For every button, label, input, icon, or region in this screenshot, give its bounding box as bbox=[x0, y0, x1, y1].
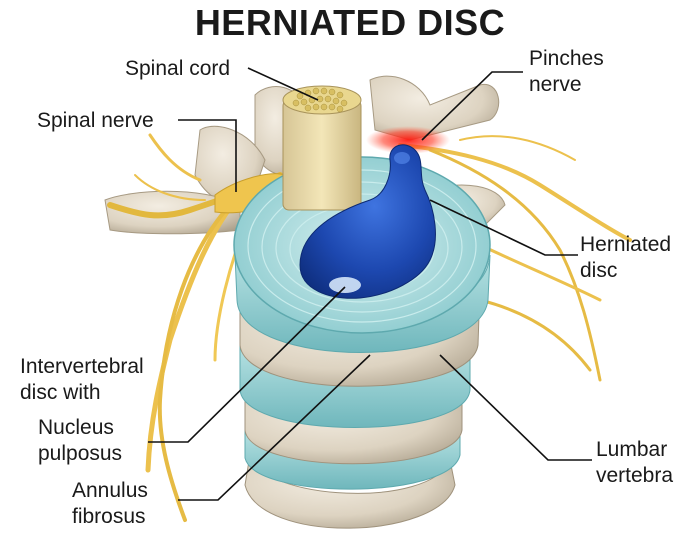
leader-herniated-disc bbox=[429, 199, 578, 256]
leader-lumbar-vertebra bbox=[439, 354, 592, 461]
label-spinal-cord: Spinal cord bbox=[125, 57, 231, 80]
label-herniated-disc-line1: Herniated bbox=[580, 233, 672, 256]
leader-annulus-fibrosus bbox=[178, 354, 371, 501]
lumbar-vertebra-stack bbox=[239, 284, 481, 529]
label-pinches-nerve-line2: nerve bbox=[529, 73, 582, 96]
label-annulus-line2: fibrosus bbox=[72, 505, 146, 528]
label-annulus-fibrosus: Annulus fibrosus bbox=[72, 478, 148, 530]
label-lumbar-line2: vertebra bbox=[596, 464, 674, 487]
nucleus-pulposus bbox=[299, 144, 436, 299]
label-nucleus-line2: pulposus bbox=[38, 442, 123, 465]
label-intervertebral-line1: Intervertebral bbox=[20, 355, 144, 378]
leader-pinches-nerve bbox=[421, 71, 523, 141]
label-intervertebral-line2: disc with bbox=[20, 381, 101, 404]
label-pinches-nerve-line1: Pinches bbox=[529, 47, 604, 70]
label-spinal-nerve: Spinal nerve bbox=[37, 109, 154, 132]
label-intervertebral-disc: Intervertebral disc with bbox=[20, 354, 144, 406]
label-nucleus-line1: Nucleus bbox=[38, 416, 114, 439]
leader-spinal-cord bbox=[247, 67, 319, 101]
label-nucleus-pulposus: Nucleus pulposus bbox=[38, 415, 122, 467]
label-herniated-disc: Herniated disc bbox=[580, 232, 671, 284]
label-pinches-nerve: Pinches nerve bbox=[529, 46, 604, 98]
spinal-cord bbox=[282, 85, 362, 211]
leader-lines bbox=[148, 67, 592, 501]
label-annulus-line1: Annulus bbox=[72, 479, 148, 502]
label-herniated-disc-line2: disc bbox=[580, 259, 618, 282]
leader-nucleus-pulposus bbox=[148, 286, 346, 443]
label-lumbar-vertebra: Lumbar vertebra bbox=[596, 437, 673, 489]
leader-spinal-nerve bbox=[178, 119, 237, 192]
label-lumbar-line1: Lumbar bbox=[596, 438, 668, 461]
page-title: HERNIATED DISC bbox=[194, 2, 506, 43]
